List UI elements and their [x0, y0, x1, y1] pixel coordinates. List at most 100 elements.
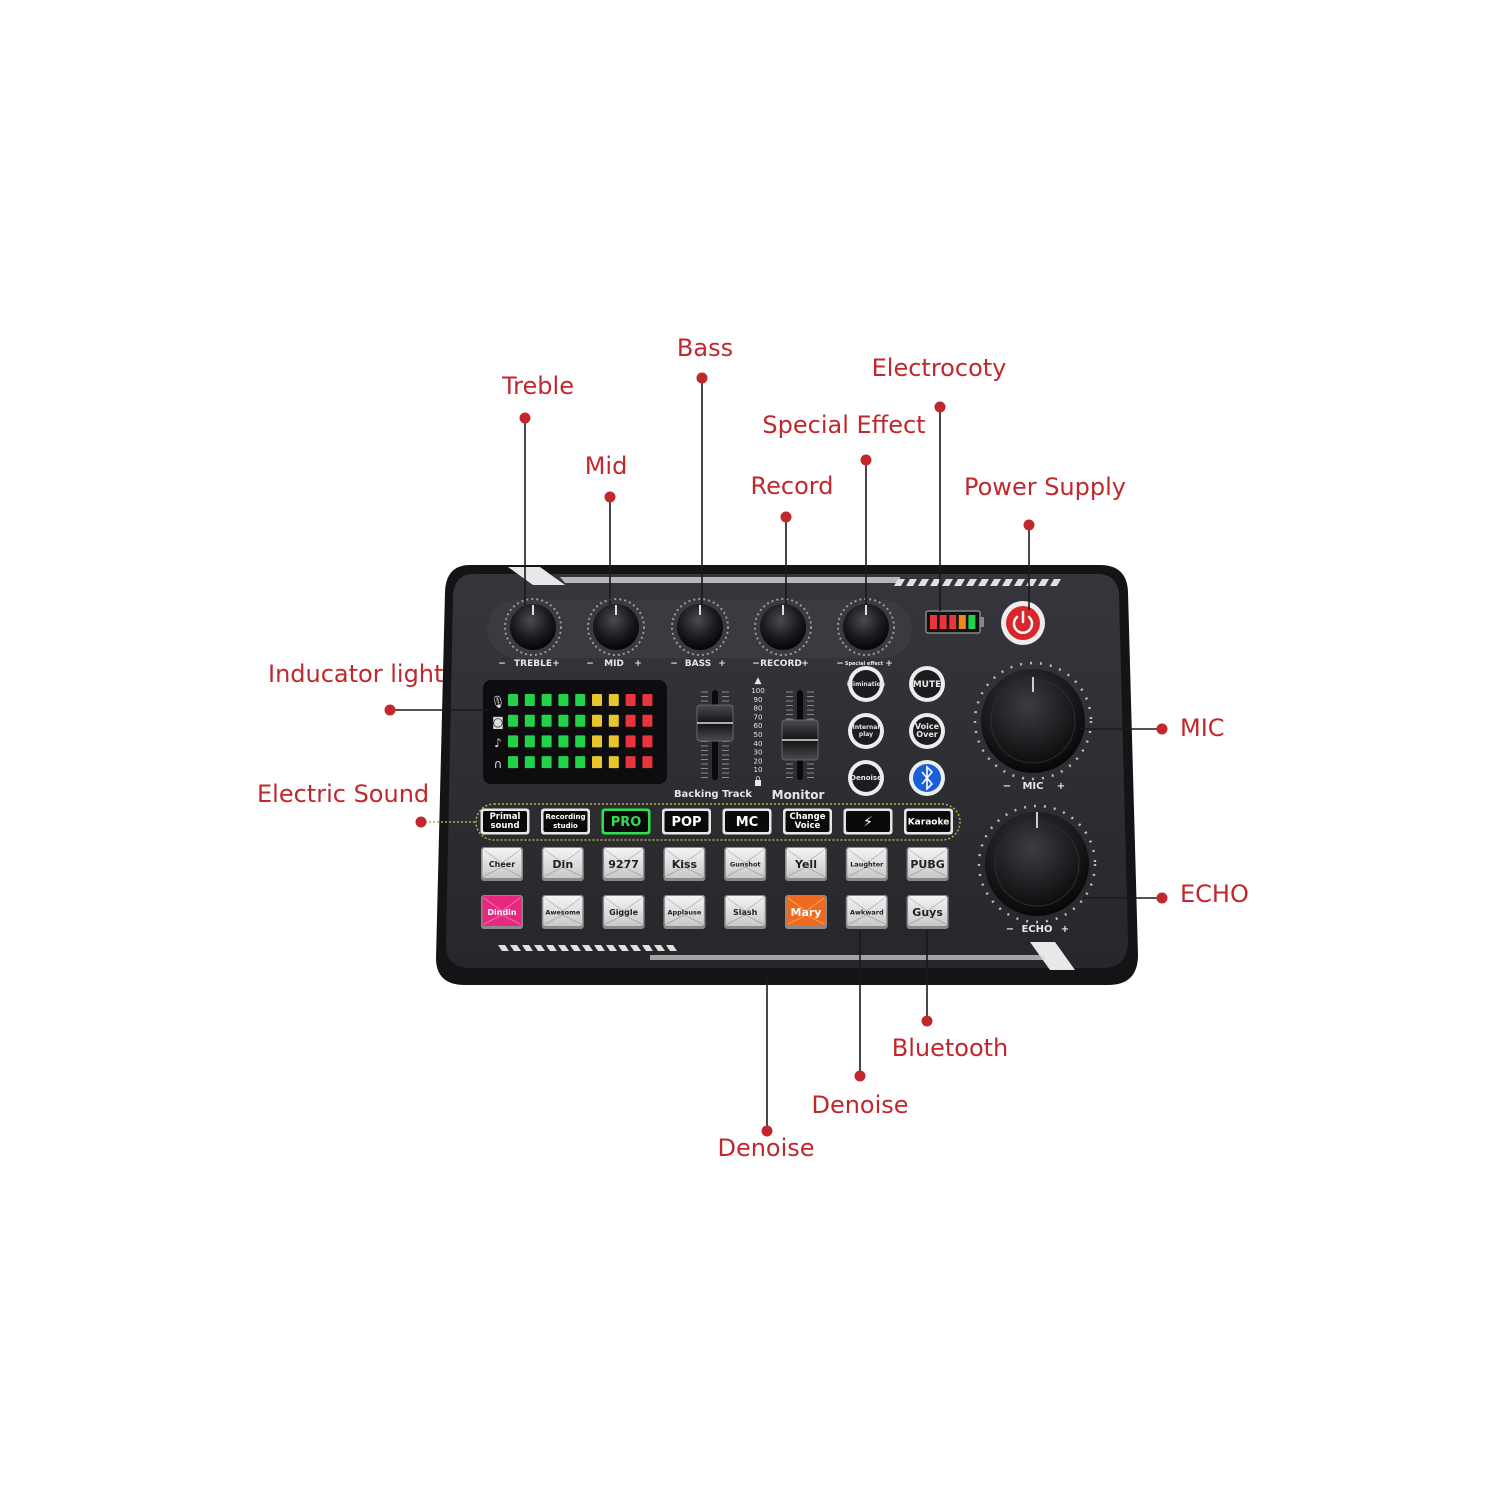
echo-knob-label: ECHO: [1021, 924, 1052, 935]
led-meter: 🎙 ◙ ♪ ∩: [483, 680, 667, 784]
sound-pad[interactable]: Mary: [785, 895, 827, 929]
meter-led: [575, 735, 586, 748]
treble-minus: −: [498, 659, 506, 669]
sound-pad-face: [482, 896, 522, 926]
sound-pad-bevel: [726, 849, 764, 877]
power-button[interactable]: [1001, 601, 1045, 645]
sound-pad[interactable]: Awkward: [845, 895, 888, 929]
sound-pad[interactable]: Dindin: [481, 895, 523, 929]
sound-pad-bevel: [483, 849, 521, 877]
indicator-light-callout: Inducator light: [268, 660, 444, 688]
sound-pad-label: Applause: [667, 908, 701, 916]
stripe-dash: [966, 579, 977, 586]
mute-button[interactable]: MUTE: [909, 666, 945, 702]
mid-knob[interactable]: [587, 598, 645, 656]
mic-minus: −: [1003, 781, 1011, 792]
mic-callout: MIC: [1180, 714, 1225, 742]
sound-pad[interactable]: 9277: [602, 847, 645, 881]
record-knob[interactable]: [754, 598, 812, 656]
meter-led: [592, 694, 602, 706]
mode-button-face: [725, 811, 769, 832]
stripe-dash: [894, 579, 905, 586]
stripe-dash: [918, 579, 929, 586]
mode-button[interactable]: Karaoke: [904, 808, 953, 835]
mode-button-label: ⚡: [863, 815, 873, 831]
sound-pad[interactable]: Kiss: [663, 847, 706, 881]
denoise-callout-2: Denoise: [717, 1134, 815, 1162]
sound-pad[interactable]: Guys: [906, 895, 949, 929]
mode-button[interactable]: ⚡: [843, 808, 893, 835]
bluetooth-button[interactable]: [909, 760, 945, 796]
stripe-dash: [498, 945, 509, 951]
sound-pad[interactable]: Applause: [663, 895, 706, 929]
sound-pad-bevel: [909, 849, 946, 877]
denoise-dot-2: [761, 1125, 773, 1137]
sound-pad[interactable]: PUBG: [906, 847, 949, 881]
bottom-stripe-line: [650, 955, 1045, 960]
electrocoty-dot: [934, 401, 946, 413]
record-dot: [780, 511, 792, 523]
monitor-fader[interactable]: [781, 690, 819, 780]
stripe-dash: [666, 945, 677, 951]
meter-led: [608, 735, 619, 748]
sound-pad-label: Yell: [794, 858, 817, 871]
mid-knob-label: MID: [604, 659, 624, 669]
sound-pad-bevel: [848, 849, 886, 877]
meter-led: [625, 735, 636, 748]
stripe-dash: [570, 945, 581, 951]
sound-pad-face: [482, 848, 522, 878]
stripe-dash: [990, 579, 1001, 586]
sound-pad-face: [543, 896, 583, 926]
meter-led: [592, 756, 602, 769]
elimination-button[interactable]: Elimination: [847, 666, 885, 702]
battery-cell: [968, 615, 976, 629]
mode-button-label: Karaoke: [908, 818, 950, 828]
bass-callout: Bass: [676, 334, 734, 362]
sound-pad[interactable]: Cheer: [481, 847, 523, 881]
sound-pad[interactable]: Din: [541, 847, 584, 881]
sound-pad-face: [664, 848, 704, 878]
electric-sound-dot: [415, 816, 427, 828]
svg-text:Denoise: Denoise: [850, 774, 882, 782]
sound-pad[interactable]: Awesome: [541, 895, 584, 929]
bass-knob[interactable]: [671, 598, 729, 656]
record-plus: +: [801, 659, 809, 669]
sound-pad[interactable]: Yell: [785, 847, 827, 881]
echo-dot: [1156, 892, 1168, 904]
meter-led: [642, 714, 653, 727]
scale-label: 20: [754, 757, 763, 765]
mode-button-label: Primal: [490, 812, 521, 822]
sound-pad[interactable]: Giggle: [602, 895, 645, 929]
meter-led: [524, 735, 535, 748]
sound-pad[interactable]: Gunshot: [724, 847, 767, 881]
sound-pad-bevel: [666, 849, 703, 877]
sound-pad-bevel: [787, 897, 825, 925]
mode-button[interactable]: MC: [722, 808, 772, 835]
mode-button[interactable]: POP: [662, 808, 711, 835]
internal-play-button[interactable]: Internal play: [848, 713, 884, 749]
stripe-dash: [930, 579, 941, 586]
denoise-button[interactable]: Denoise: [848, 760, 884, 796]
treble-knob[interactable]: [504, 598, 562, 656]
meter-led: [625, 756, 636, 769]
mid-dot: [604, 491, 616, 503]
sound-pad-label: Kiss: [672, 858, 698, 871]
sound-pad[interactable]: Laughter: [845, 847, 888, 881]
denoise-callout-1: Denoise: [811, 1091, 909, 1119]
bluetooth-callout: Bluetooth: [891, 1034, 1009, 1062]
special-effect-callout: Special Effect: [762, 411, 926, 439]
svg-text:Elimination: Elimination: [847, 681, 885, 688]
echo-knob[interactable]: [977, 804, 1097, 924]
backing-track-fader[interactable]: [696, 690, 734, 780]
scale-label: 60: [754, 722, 763, 730]
meter-led: [541, 714, 552, 727]
stripe-dash: [978, 579, 989, 586]
stripe-dash: [582, 945, 593, 951]
mic-knob[interactable]: [973, 661, 1093, 781]
sound-pad[interactable]: Slash: [724, 895, 767, 929]
mode-button[interactable]: PRO: [601, 808, 651, 835]
voice-over-button[interactable]: Voice Over: [909, 713, 945, 749]
